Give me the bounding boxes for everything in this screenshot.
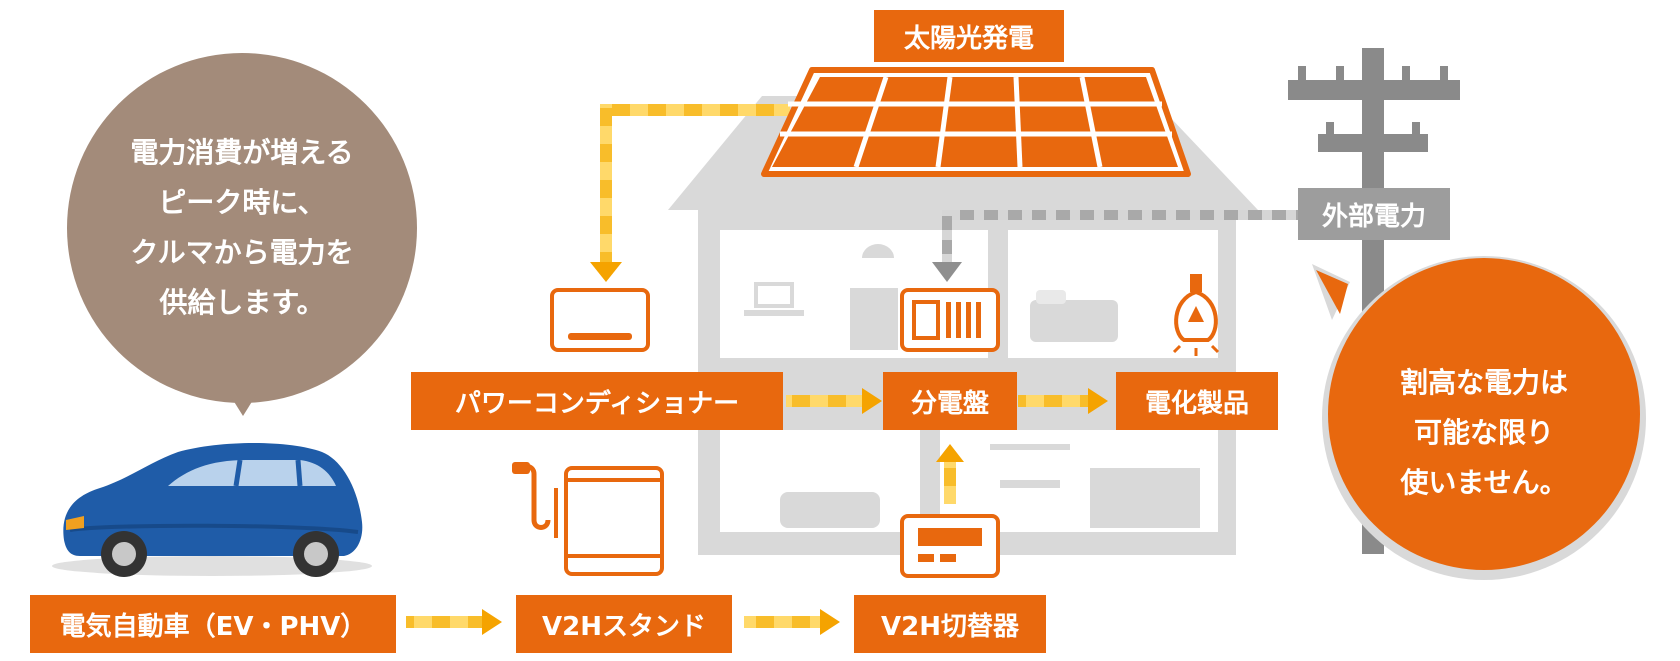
right-bubble-line: 使いません。 — [1400, 466, 1568, 499]
right-bubble-text: 割高な電力は 可能な限り 使いません。 — [1328, 358, 1640, 508]
ev-label: 電気自動車（EV・PHV） — [30, 595, 396, 653]
light-bulb-icon — [1172, 274, 1220, 356]
right-bubble-line: 可能な限り — [1413, 416, 1554, 449]
right-bubble-line: 割高な電力は — [1399, 366, 1568, 399]
power-conditioner-label: パワーコンディショナー — [411, 372, 783, 430]
left-bubble-line: クルマから電力を — [130, 236, 354, 269]
distribution-board-icon — [900, 288, 1000, 352]
right-speech-bubble-shape — [1312, 256, 1646, 580]
v2h-switch-icon — [900, 514, 1000, 578]
distribution-board-label: 分電盤 — [883, 372, 1017, 430]
ev-car-icon — [52, 443, 372, 577]
solar-label: 太陽光発電 — [874, 10, 1064, 62]
left-bubble-line: 供給します。 — [159, 286, 325, 319]
appliances-label: 電化製品 — [1116, 372, 1278, 430]
solar-panel-icon — [761, 67, 1191, 177]
flow-lines — [406, 104, 1298, 635]
left-bubble-line: ピーク時に、 — [158, 186, 326, 219]
left-bubble-text: 電力消費が増える ピーク時に、 クルマから電力を 供給します。 — [67, 128, 417, 328]
v2h-switch-label: V2H切替器 — [854, 595, 1046, 653]
v2h-stand-icon — [512, 462, 664, 576]
external-power-label: 外部電力 — [1298, 188, 1450, 240]
power-conditioner-icon — [550, 288, 650, 352]
left-speech-bubble-shape — [67, 53, 417, 416]
left-bubble-line: 電力消費が増える — [130, 136, 354, 169]
v2h-stand-label: V2Hスタンド — [516, 595, 732, 653]
